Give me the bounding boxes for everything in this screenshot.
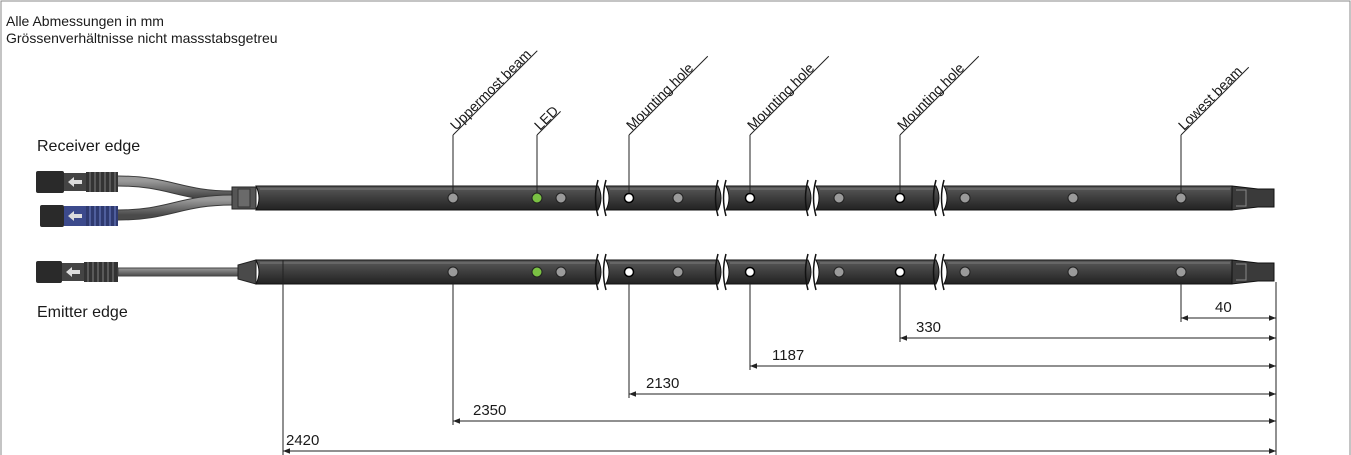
emitter-end-cap-right [1231,259,1275,285]
emitter-edge-label: Emitter edge [37,304,128,321]
callout: LED [531,103,562,193]
callout-underline [749,55,830,136]
receiver-end-cap-detail [1236,189,1247,207]
callout-underline [899,55,980,136]
dimension: 2130 [628,282,1276,398]
dimension: 1187 [749,282,1276,370]
receiver-break-mark [932,179,937,217]
receiver-led-indicator [531,192,543,204]
callout-label: Mounting hole [623,59,697,133]
emitter-beam-dot [959,266,971,278]
callout: Lowest beam [1175,63,1250,193]
callout: Mounting hole [894,55,980,193]
emitter-beam-dot [1175,266,1187,278]
callout-label: Mounting hole [744,59,818,133]
emitter-beam-dot [833,266,845,278]
emitter-break-mark [722,253,727,291]
emitter-mounting-hole [623,266,635,278]
emitter-break-mark [804,253,809,291]
emitter-mounting-hole [744,266,756,278]
dimension-value: 2350 [473,402,506,419]
emitter-break-mark [932,253,937,291]
receiver-beam-dot [555,192,567,204]
receiver-beam-dot [1067,192,1079,204]
emitter-break-mark [812,253,817,291]
emitter-segment [943,259,1236,285]
callout-underline [1180,66,1250,136]
note-units: Alle Abmessungen in mm [6,13,164,29]
receiver-end-cap-right [1231,185,1275,211]
receiver-break-mark [602,179,607,217]
receiver-break-mark [714,179,719,217]
emitter-connector [36,261,239,283]
emitter-break-mark [714,253,719,291]
callout-underline [536,111,561,136]
dimension: 40 [1180,282,1276,322]
emitter-segment [255,259,602,285]
receiver-break-mark [804,179,809,217]
emitter-end-cap-left [237,259,257,285]
emitter-segment [815,259,940,285]
dimension-value: 40 [1215,299,1232,316]
receiver-segment [255,185,602,211]
emitter-segment [725,259,812,285]
emitter-beam-dot [555,266,567,278]
emitter-beam-dot [672,266,684,278]
receiver-break-mark [594,179,599,217]
emitter-bar [237,253,1275,291]
callout-underline [628,55,709,136]
receiver-segment [725,185,812,211]
emitter-mounting-hole [894,266,906,278]
callout: Uppermost beam [447,46,538,193]
dimension-value: 2420 [286,432,319,449]
dimension-value: 1187 [772,347,804,364]
receiver-connector-bottom [40,205,118,227]
receiver-bar [231,179,1275,217]
dimension: 2420 [282,282,1276,455]
receiver-segment [943,185,1236,211]
note-scale: Grössenverhältnisse nicht massstabsgetre… [6,30,278,46]
receiver-segment [815,185,940,211]
emitter-beam-dot [1067,266,1079,278]
receiver-beam-dot [833,192,845,204]
emitter-led-indicator [531,266,543,278]
callout-label: LED [531,103,562,134]
receiver-segment [605,185,722,211]
receiver-cables [117,175,233,221]
emitter-beam-dot [447,266,459,278]
emitter-break-mark [940,253,945,291]
callout-label: Mounting hole [894,59,968,133]
receiver-mounting-hole [894,192,906,204]
receiver-beam-dot [959,192,971,204]
dimension: 330 [899,282,1276,342]
dimension: 2350 [452,282,1276,425]
receiver-break-mark [722,179,727,217]
dimension-value: 2130 [646,375,679,392]
receiver-edge-label: Receiver edge [37,138,140,155]
callout-label: Lowest beam [1175,63,1245,133]
receiver-mounting-hole [744,192,756,204]
receiver-break-mark [812,179,817,217]
callout-underline [452,50,538,136]
emitter-segment [605,259,722,285]
emitter-end-cap-detail [1236,263,1247,281]
receiver-beam-dot [1175,192,1187,204]
receiver-beam-dot [447,192,459,204]
callout: Mounting hole [623,55,709,193]
callout-label: Uppermost beam [447,46,534,133]
dimension-value: 330 [916,319,941,336]
receiver-break-mark [940,179,945,217]
receiver-connector-top [36,171,118,193]
receiver-end-cap-inner [237,188,251,208]
emitter-break-mark [602,253,607,291]
receiver-mounting-hole [623,192,635,204]
emitter-break-mark [594,253,599,291]
callout: Mounting hole [744,55,830,193]
receiver-beam-dot [672,192,684,204]
